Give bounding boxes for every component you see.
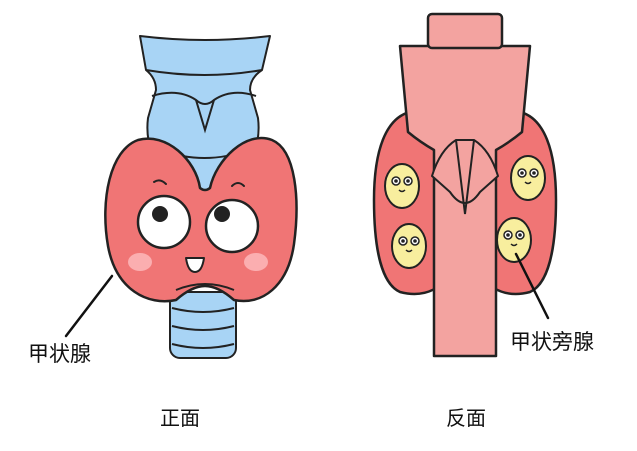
thyroid-face	[128, 179, 268, 273]
back-view	[372, 12, 558, 358]
parathyroid-gland-lower-right	[496, 217, 532, 263]
front-view	[64, 35, 298, 359]
parathyroid-label: 甲状旁腺	[510, 330, 594, 354]
thyroid-label: 甲状腺	[28, 342, 91, 366]
parathyroid-gland-lower-left	[391, 223, 427, 269]
back-view-caption: 反面	[446, 406, 486, 430]
parathyroid-gland-upper-right	[510, 155, 546, 201]
parathyroid-glands	[384, 155, 546, 269]
right-eye	[204, 198, 260, 254]
parathyroid-gland-upper-left	[384, 163, 420, 209]
esophagus	[398, 12, 532, 358]
front-view-caption: 正面	[160, 406, 200, 430]
parathyroid-pointer-line	[514, 252, 550, 320]
trachea-lower	[169, 291, 237, 359]
left-eye	[136, 194, 192, 250]
thyroid-pointer-line	[64, 274, 114, 338]
